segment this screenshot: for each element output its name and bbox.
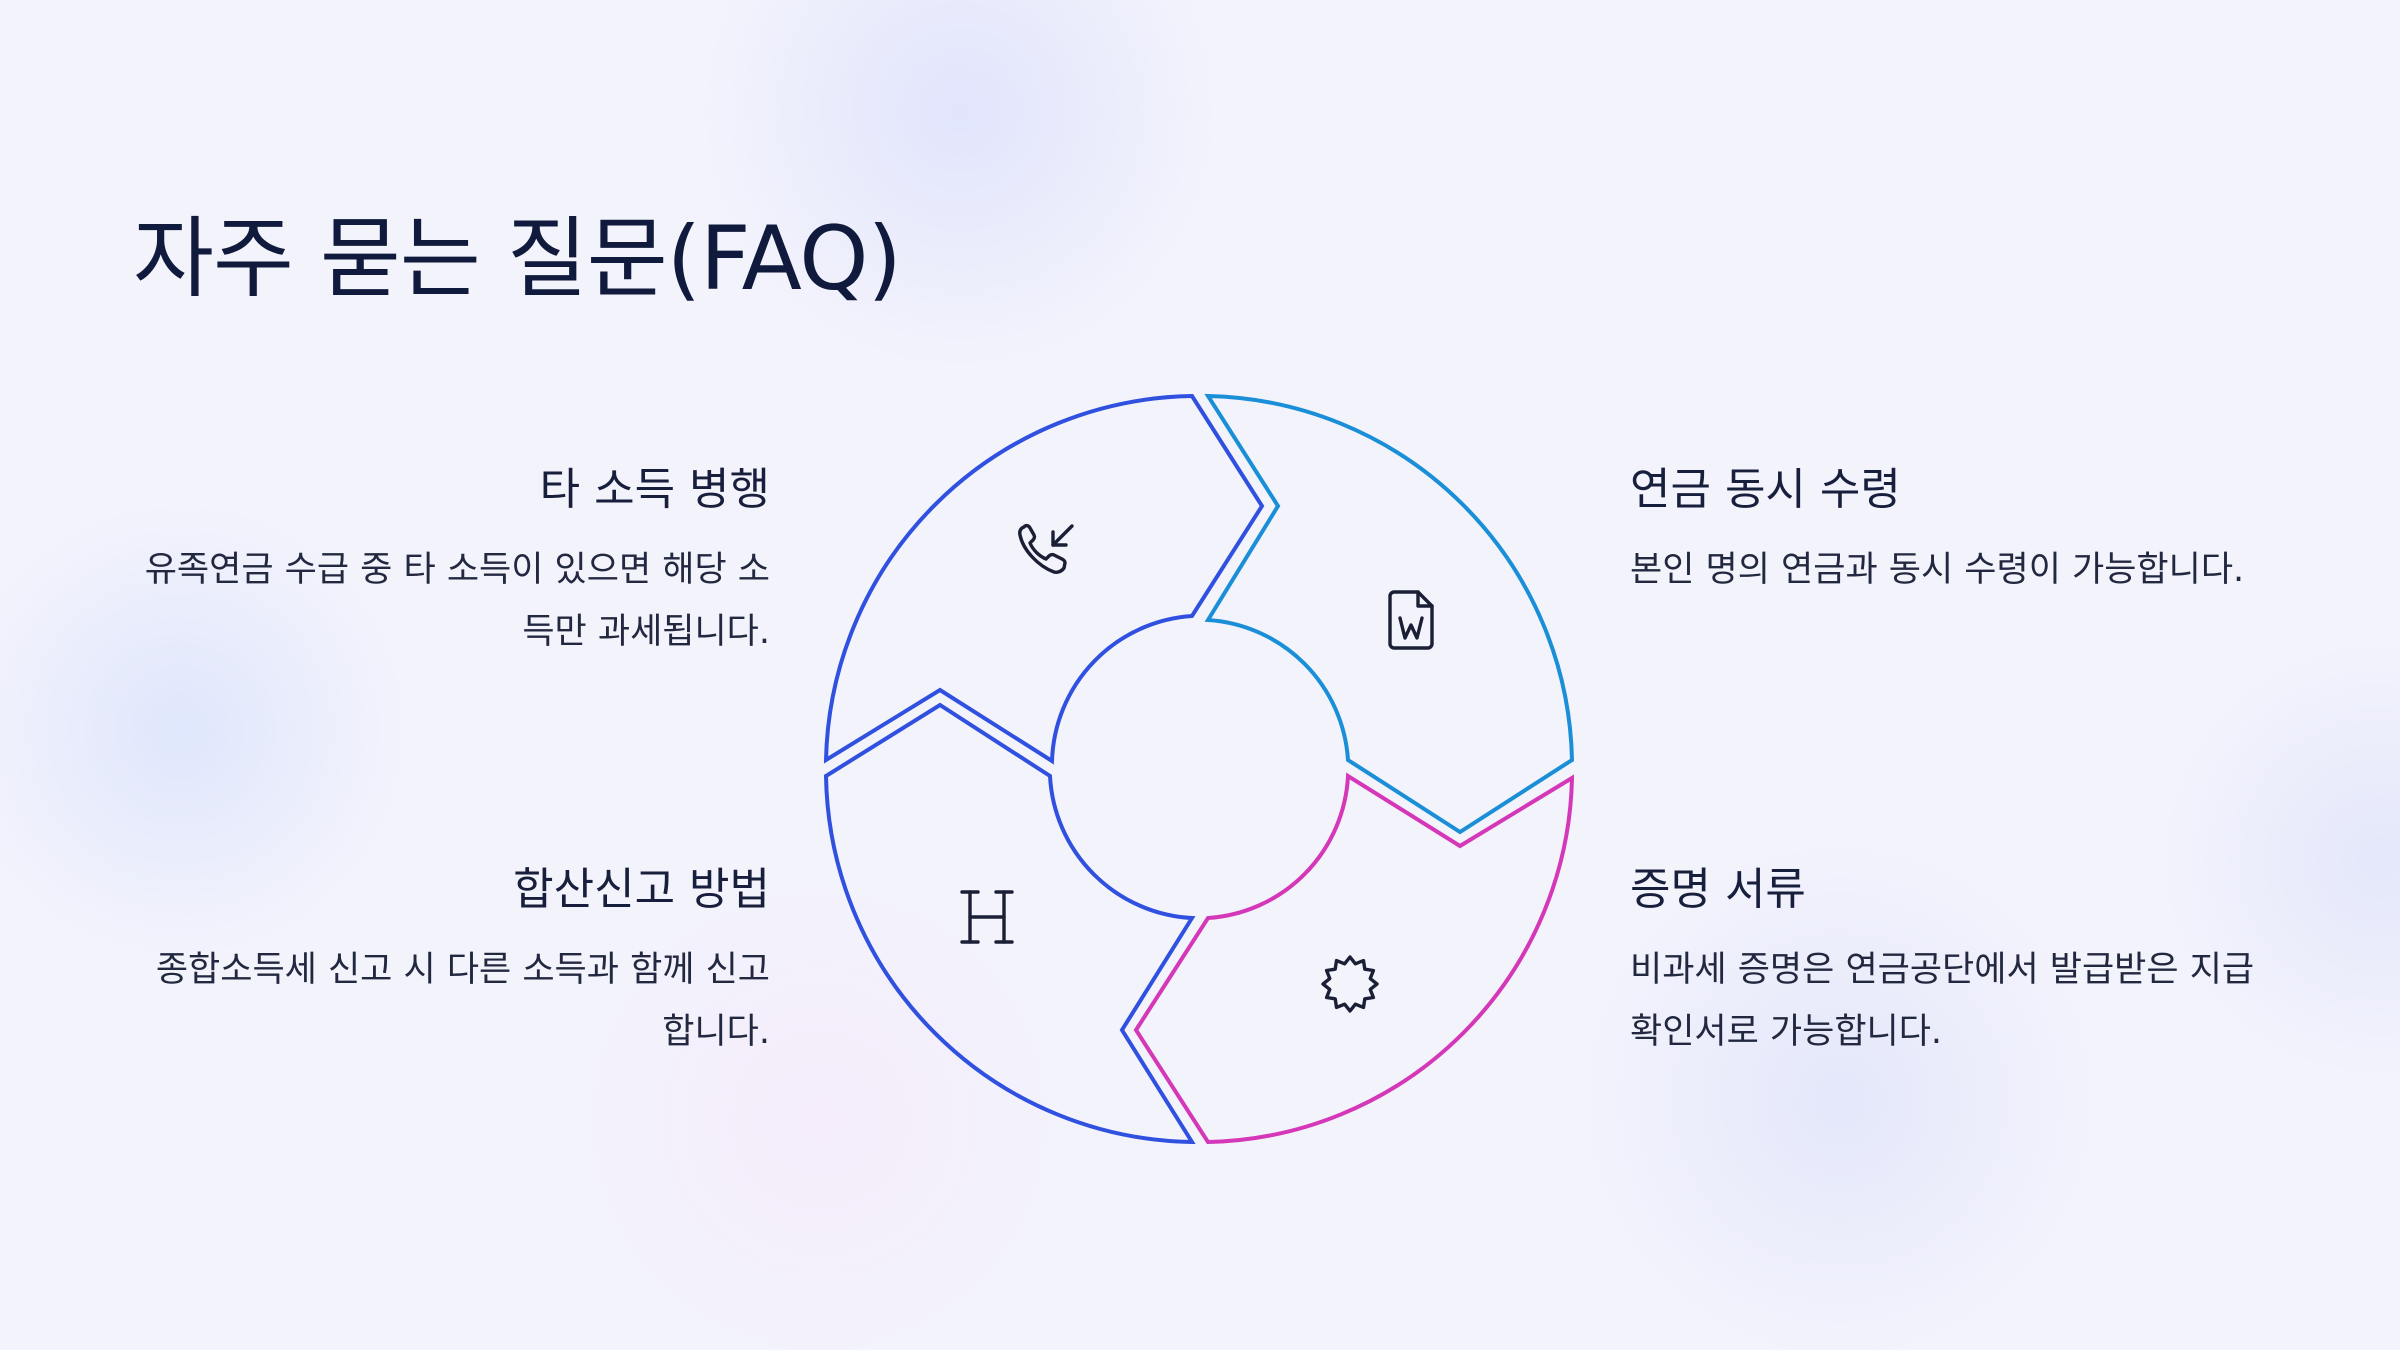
cycle-segment-bottom-right [1133,772,1575,1145]
faq-item-title: 타 소득 병행 [539,464,770,515]
faq-item-concurrent-pension: 연금 동시 수령 본인 명의 연금과 동시 수령이 가능합니다. [1630,462,2270,601]
badge-icon [1321,955,1379,1013]
faq-item-combined-filing: 합산신고 방법 종합소득세 신고 시 다른 소득과 함께 신고합니다. [130,862,770,1063]
faq-item-description: 유족연금 수급 중 타 소득이 있으면 해당 소득만 과세됩니다. [144,550,770,652]
cycle-segment-top-right [1204,393,1575,835]
faq-item-description: 본인 명의 연금과 동시 수령이 가능합니다. [1630,550,2245,590]
faq-item-title: 합산신고 방법 [513,864,770,915]
phone-incoming-icon [1018,523,1074,574]
cycle-segment-top-left [823,393,1265,765]
faq-item-description: 비과세 증명은 연금공단에서 발급받은 지급확인서로 가능합니다. [1630,950,2255,1052]
faq-item-other-income: 타 소득 병행 유족연금 수급 중 타 소득이 있으면 해당 소득만 과세됩니다… [130,462,770,663]
word-document-icon [1388,590,1434,650]
faq-item-proof-documents: 증명 서류 비과세 증명은 연금공단에서 발급받은 지급확인서로 가능합니다. [1630,862,2270,1063]
cycle-segment-bottom-left [823,702,1196,1145]
heading-icon [960,890,1014,944]
faq-item-title: 증명 서류 [1630,864,1806,915]
page-title: 자주 묻는 질문(FAQ) [133,207,902,310]
faq-item-description: 종합소득세 신고 시 다른 소득과 함께 신고합니다. [155,950,770,1052]
faq-item-title: 연금 동시 수령 [1630,464,1901,515]
